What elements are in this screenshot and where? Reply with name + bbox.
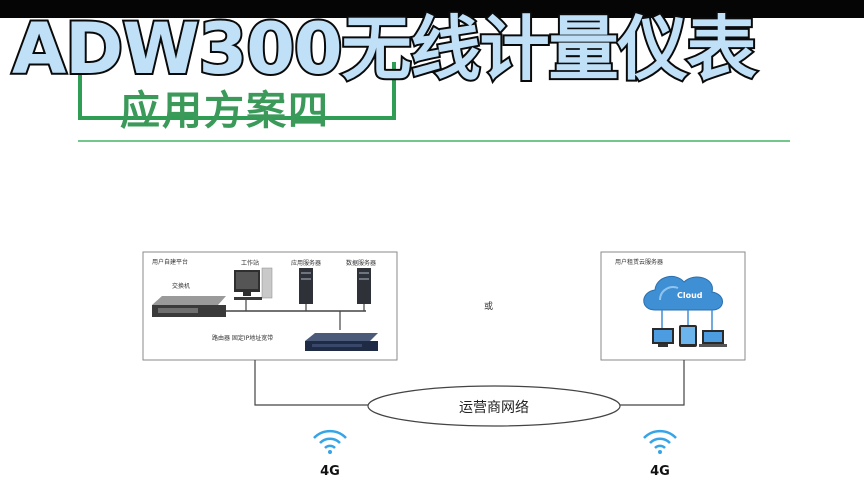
signal-right-label: 4G bbox=[650, 464, 670, 479]
data-server-label: 数据服务器 bbox=[346, 259, 376, 267]
router-icon bbox=[305, 333, 378, 351]
router-label: 路由器 固定IP地址宽带 bbox=[212, 334, 273, 342]
top-black-bar bbox=[0, 0, 864, 18]
cloud-label: Cloud bbox=[677, 291, 703, 300]
carrier-network-label: 运营商网络 bbox=[459, 400, 529, 416]
green-divider bbox=[78, 140, 790, 142]
workstation-icon bbox=[234, 267, 273, 300]
left-connector-line bbox=[254, 360, 368, 406]
or-text: 或 bbox=[484, 300, 493, 312]
cloud-icon bbox=[643, 275, 723, 311]
carrier-network-ellipse bbox=[367, 385, 621, 427]
devices-icon bbox=[652, 310, 727, 347]
banner-text: 应用方案四 bbox=[120, 88, 330, 134]
signal-left-label: 4G bbox=[320, 464, 340, 479]
wifi-icon bbox=[643, 429, 677, 454]
right-connector-line bbox=[620, 360, 685, 406]
data-server-icon bbox=[357, 268, 371, 304]
banner-frame bbox=[78, 62, 396, 120]
switch-icon bbox=[152, 296, 226, 317]
switch-label: 交换机 bbox=[172, 282, 190, 290]
workstation-label: 工作站 bbox=[241, 259, 259, 267]
app-server-icon bbox=[299, 268, 313, 304]
main-title: ADW300无线计量仪表 bbox=[10, 8, 759, 90]
wifi-icon bbox=[313, 429, 347, 454]
right-box-title: 用户租赁云服务器 bbox=[615, 258, 663, 266]
left-box-title: 用户自建平台 bbox=[152, 258, 188, 266]
app-server-label: 应用服务器 bbox=[291, 259, 321, 267]
